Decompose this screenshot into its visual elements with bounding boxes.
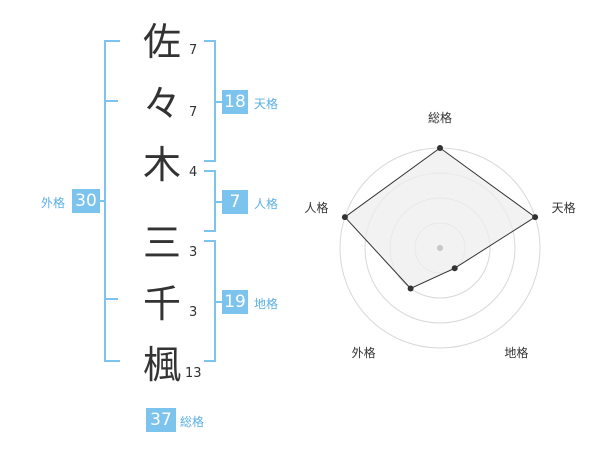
stroke-count-4: 3	[189, 245, 198, 260]
jinkaku-connector	[214, 201, 222, 203]
chikaku-label: 地格	[254, 297, 279, 311]
gaikaku-label: 外格	[41, 196, 66, 210]
radar-axis-label: 総格	[428, 110, 452, 125]
tenkaku-connector	[214, 101, 222, 103]
radar-center	[437, 245, 443, 251]
radar-axis-label: 地格	[504, 345, 528, 360]
name-char-6: 楓	[142, 343, 181, 387]
stroke-count-3: 4	[189, 165, 198, 180]
gaikaku-bracket-tick	[106, 100, 118, 102]
radar-axis-label: 人格	[304, 200, 328, 215]
name-char-5: 千	[142, 282, 181, 326]
soukaku-badge: 37	[146, 408, 176, 432]
gaikaku-bracket-tick	[106, 298, 118, 300]
soukaku-label: 総格	[180, 415, 205, 429]
radar-area	[344, 147, 536, 290]
radar-point	[437, 145, 443, 151]
name-char-3: 木	[142, 143, 181, 187]
radar-point	[407, 285, 414, 292]
jinkaku-label: 人格	[254, 197, 279, 211]
stroke-count-6: 13	[185, 366, 202, 381]
stroke-count-5: 3	[189, 305, 198, 320]
name-char-1: 佐	[142, 20, 181, 64]
gaikaku-connector	[96, 200, 104, 202]
radar-point	[451, 265, 458, 272]
name-char-2: 々	[142, 82, 181, 126]
radar-point	[341, 214, 348, 221]
chikaku-connector	[214, 301, 222, 303]
radar-axis-label: 天格	[552, 200, 576, 215]
tenkaku-label: 天格	[254, 97, 279, 111]
gaikaku-bracket	[104, 40, 120, 362]
stroke-count-2: 7	[189, 105, 198, 120]
gaikaku-badge: 30	[72, 189, 100, 213]
tenkaku-badge: 18	[222, 90, 248, 114]
stroke-count-1: 7	[189, 43, 198, 58]
jinkaku-badge: 7	[222, 190, 248, 214]
radar-axis-label: 外格	[352, 345, 376, 360]
chikaku-badge: 19	[222, 290, 248, 314]
name-char-4: 三	[142, 221, 181, 265]
radar-point	[532, 214, 539, 221]
